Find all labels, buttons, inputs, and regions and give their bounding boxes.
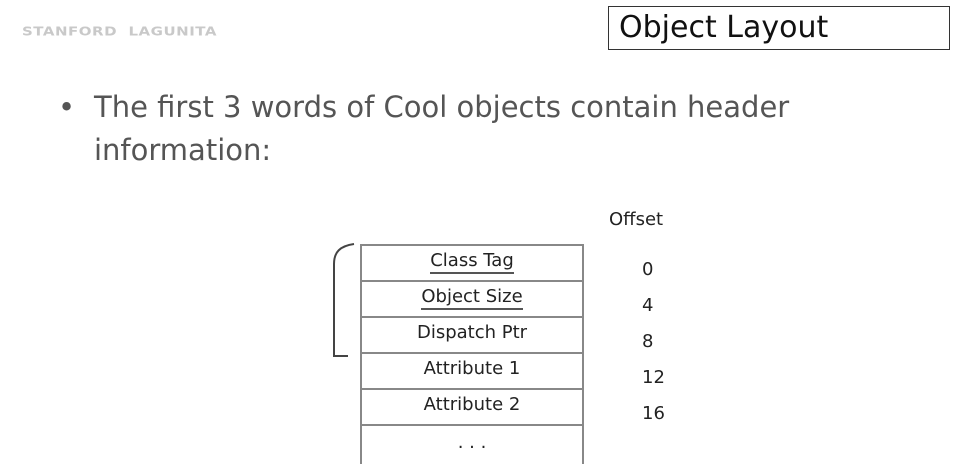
cell-label: Attribute 2 <box>423 394 521 415</box>
offset-column: 0 4 8 12 16 <box>642 255 665 435</box>
bullet-point: • The first 3 words of Cool objects cont… <box>58 86 848 172</box>
cell-label: Attribute 1 <box>423 358 521 379</box>
layout-cell-attribute-1: Attribute 1 <box>360 352 584 393</box>
offset-value: 0 <box>642 259 654 280</box>
object-layout-table: Class Tag Object Size Dispatch Ptr Attri… <box>360 244 584 464</box>
layout-cell-class-tag: Class Tag <box>360 244 584 285</box>
cell-label: Class Tag <box>430 250 514 274</box>
offset-value: 12 <box>642 367 665 388</box>
layout-cell-attribute-2: Attribute 2 <box>360 388 584 429</box>
slide-title: Object Layout <box>608 6 950 50</box>
layout-cell-object-size: Object Size <box>360 280 584 321</box>
offset-value: 4 <box>642 295 654 316</box>
bullet-text: The first 3 words of Cool objects contai… <box>94 90 790 167</box>
cell-label: Object Size <box>421 286 523 310</box>
layout-cell-dispatch-ptr: Dispatch Ptr <box>360 316 584 357</box>
offset-value: 16 <box>642 403 665 424</box>
cell-label: . . . <box>457 432 487 453</box>
header-bracket <box>333 243 355 357</box>
layout-cell-ellipsis: . . . <box>360 424 584 464</box>
cell-label: Dispatch Ptr <box>416 322 528 343</box>
bullet-marker: • <box>58 90 76 124</box>
offset-header: Offset <box>609 209 664 230</box>
logo: STANFORD LAGUNITA <box>22 23 217 39</box>
offset-value: 8 <box>642 331 654 352</box>
